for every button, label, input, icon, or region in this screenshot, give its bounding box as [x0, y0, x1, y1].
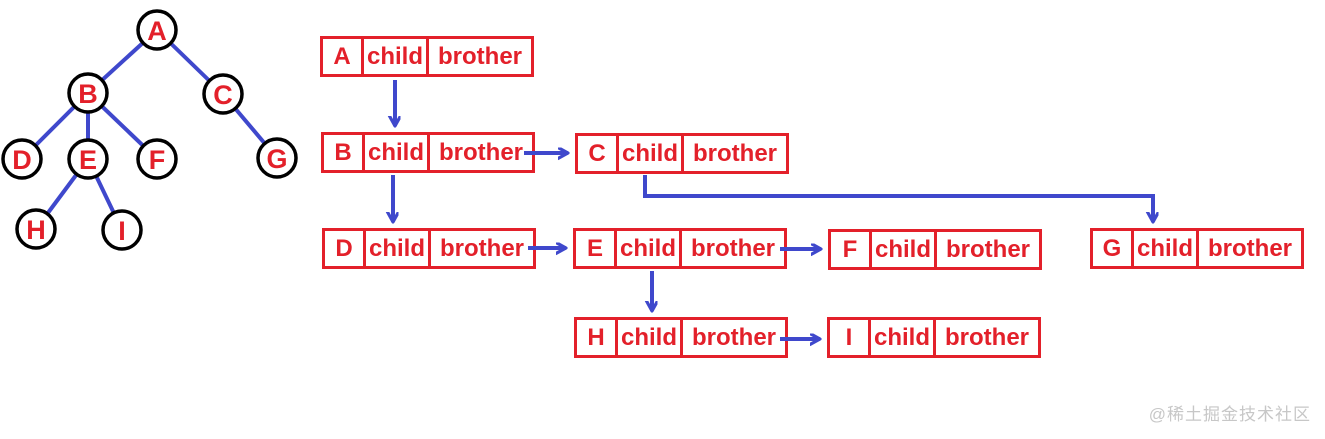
- tree-edge-e-i: [86, 158, 124, 231]
- tree-node-label-h: H: [26, 215, 46, 245]
- tree-diagram: A B C D E F G H I: [1, 9, 298, 251]
- brother-cell: brother: [1196, 228, 1304, 269]
- brother-cell: brother: [933, 317, 1041, 358]
- node-box-a: A child brother: [320, 36, 534, 77]
- node-box-g: G child brother: [1090, 228, 1304, 269]
- node-letter-cell: D: [322, 228, 366, 269]
- tree-edge-e-h: [34, 157, 90, 231]
- node-letter-cell: H: [574, 317, 618, 358]
- brother-cell: brother: [680, 317, 788, 358]
- brother-cell: brother: [426, 36, 534, 77]
- node-letter-cell: F: [828, 229, 872, 270]
- node-box-i: I child brother: [827, 317, 1041, 358]
- child-cell: child: [614, 228, 682, 269]
- node-letter-cell: I: [827, 317, 871, 358]
- node-box-b: B child brother: [321, 132, 535, 173]
- child-cell: child: [1131, 228, 1199, 269]
- tree-node-circle-e: [67, 138, 109, 180]
- tree-node-label-g: G: [266, 144, 287, 174]
- child-cell: child: [363, 228, 431, 269]
- tree-node-circle-i: [101, 209, 143, 251]
- tree-node-circle-a: [136, 9, 178, 51]
- tree-node-label-i: I: [118, 216, 126, 246]
- child-cell: child: [868, 317, 936, 358]
- tree-node-label-a: A: [147, 16, 167, 46]
- child-cell: child: [615, 317, 683, 358]
- tree-node-circle-h: [15, 208, 57, 250]
- node-letter-cell: A: [320, 36, 364, 77]
- child-cell: child: [361, 36, 429, 77]
- child-cell: child: [362, 132, 430, 173]
- node-letter-cell: C: [575, 133, 619, 174]
- node-box-d: D child brother: [322, 228, 536, 269]
- tree-node-circles: [1, 9, 298, 251]
- tree-node-circle-b: [67, 72, 109, 114]
- tree-edge-c-g: [221, 92, 279, 160]
- node-letter-cell: B: [321, 132, 365, 173]
- tree-node-label-d: D: [12, 145, 32, 175]
- node-box-h: H child brother: [574, 317, 788, 358]
- tree-node-labels: A B C D E F G H I: [12, 16, 287, 246]
- node-box-e: E child brother: [573, 228, 787, 269]
- tree-node-circle-f: [136, 138, 178, 180]
- watermark: @稀土掘金技术社区: [1148, 405, 1311, 424]
- tree-edge-b-d: [20, 91, 90, 161]
- brother-cell: brother: [428, 228, 536, 269]
- tree-node-label-c: C: [213, 80, 233, 110]
- tree-edge-a-c: [155, 28, 225, 96]
- tree-node-label-b: B: [78, 79, 98, 109]
- node-letter-cell: G: [1090, 228, 1134, 269]
- node-box-f: F child brother: [828, 229, 1042, 270]
- brother-cell: brother: [934, 229, 1042, 270]
- child-cell: child: [616, 133, 684, 174]
- brother-cell: brother: [679, 228, 787, 269]
- tree-node-circle-d: [1, 138, 43, 180]
- node-letter-cell: E: [573, 228, 617, 269]
- tree-edges: [20, 28, 279, 231]
- tree-node-label-e: E: [79, 145, 97, 175]
- child-cell: child: [869, 229, 937, 270]
- pointer-c-child-to-g: [643, 175, 1153, 222]
- tree-node-circle-c: [202, 73, 244, 115]
- brother-cell: brother: [681, 133, 789, 174]
- tree-edge-b-f: [86, 91, 159, 161]
- node-box-c: C child brother: [575, 133, 789, 174]
- tree-node-label-f: F: [149, 145, 166, 175]
- tree-node-circle-g: [256, 137, 298, 179]
- brother-cell: brother: [427, 132, 535, 173]
- tree-edge-a-b: [86, 28, 159, 95]
